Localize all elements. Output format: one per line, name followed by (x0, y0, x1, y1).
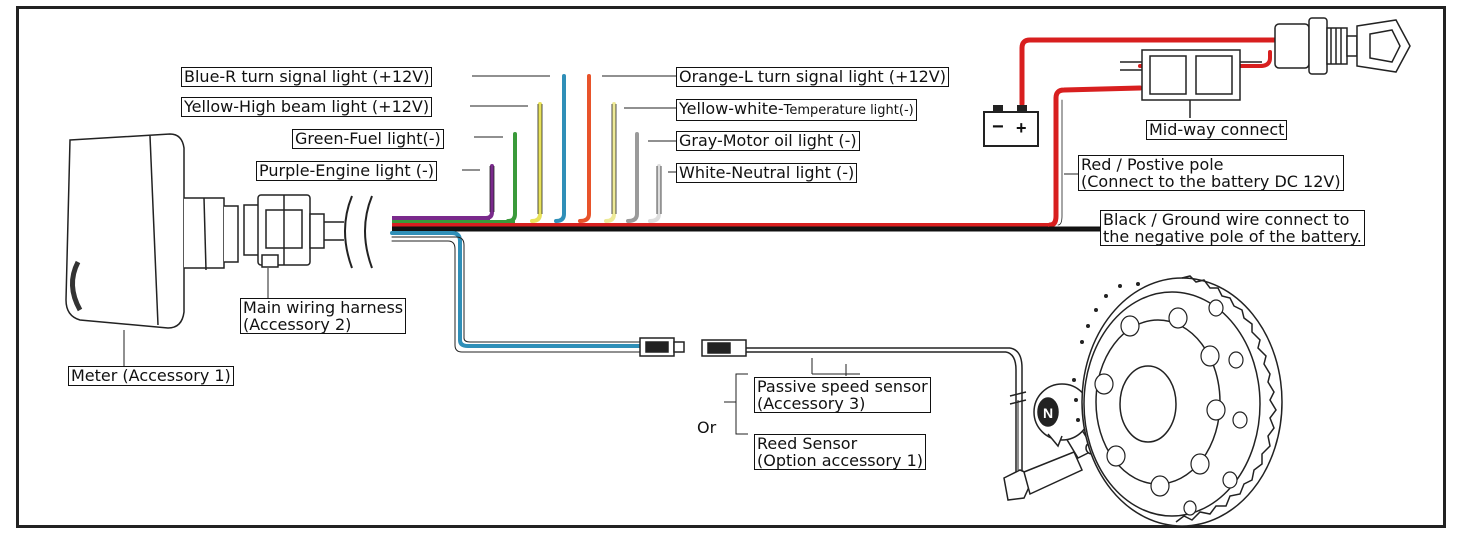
label-reed-line1: Reed Sensor (757, 434, 858, 453)
label-black-ground-line2: the negative pole of the battery. (1103, 227, 1362, 246)
label-passive-speed-sensor: Passive speed sensor (Accessory 3) (754, 377, 931, 413)
label-passive-line2: (Accessory 3) (757, 394, 866, 413)
label-blue-r-turn: Blue-R turn signal light (+12V) (181, 67, 433, 87)
ignition-switch (1274, 17, 1411, 75)
label-yellow-white-prefix: Yellow-white- (679, 99, 784, 118)
label-gray-motor-oil: Gray-Motor oil light (-) (676, 131, 860, 151)
label-yellow-high-beam: Yellow-High beam light (+12V) (181, 97, 433, 117)
label-main-wiring-harness: Main wiring harness (Accessory 2) (240, 298, 407, 334)
label-red-pole-line1: Red / Postive pole (1081, 155, 1224, 174)
label-green-fuel: Green-Fuel light(-) (292, 129, 444, 149)
light-wires (484, 74, 661, 223)
magnet-letter: N (1043, 405, 1053, 421)
label-red-pole-line2: (Connect to the battery DC 12V) (1081, 172, 1341, 191)
label-purple-engine: Purple-Engine light (-) (256, 161, 438, 181)
label-passive-line1: Passive speed sensor (757, 377, 928, 396)
main-harness-connector (243, 194, 325, 268)
battery-plus-sign: + (1016, 118, 1027, 138)
sprocket-teeth (1175, 275, 1277, 523)
label-orange-l-turn: Orange-L turn signal light (+12V) (676, 67, 949, 87)
label-black-ground: Black / Ground wire connect to the negat… (1100, 210, 1365, 246)
battery (983, 105, 1039, 147)
label-or: Or (697, 418, 717, 437)
label-yellow-white-temp: Yellow-white-Temperature light(-) (676, 99, 917, 121)
meter-unit (65, 133, 239, 329)
label-black-ground-line1: Black / Ground wire connect to (1103, 210, 1350, 229)
disc-holes (1094, 299, 1248, 516)
label-main-harness-line2: (Accessory 2) (243, 315, 352, 334)
leader-lines (123, 75, 1191, 435)
label-red-positive-pole: Red / Postive pole (Connect to the batte… (1078, 155, 1344, 191)
label-reed-line2: (Option accessory 1) (757, 451, 923, 470)
main-harness-bundle (392, 216, 1076, 232)
sensor-plug-female (701, 339, 1023, 478)
label-white-neutral: White-Neutral light (-) (676, 163, 858, 183)
battery-minus-sign: − (992, 116, 1004, 138)
diagram-frame (16, 6, 1446, 528)
disc-outer-dots (1072, 282, 1140, 422)
sensor-plug-male (639, 337, 685, 357)
label-reed-sensor: Reed Sensor (Option accessory 1) (754, 434, 926, 470)
label-meter: Meter (Accessory 1) (68, 366, 234, 386)
label-temperature-light: Temperature light(-) (783, 103, 914, 118)
mid-way-connector (1120, 49, 1262, 118)
label-main-harness-line1: Main wiring harness (243, 298, 404, 317)
harness-break-marks (344, 195, 373, 269)
label-mid-way-connect: Mid-way connect (1146, 120, 1288, 140)
speed-sensor-wires (390, 231, 642, 353)
